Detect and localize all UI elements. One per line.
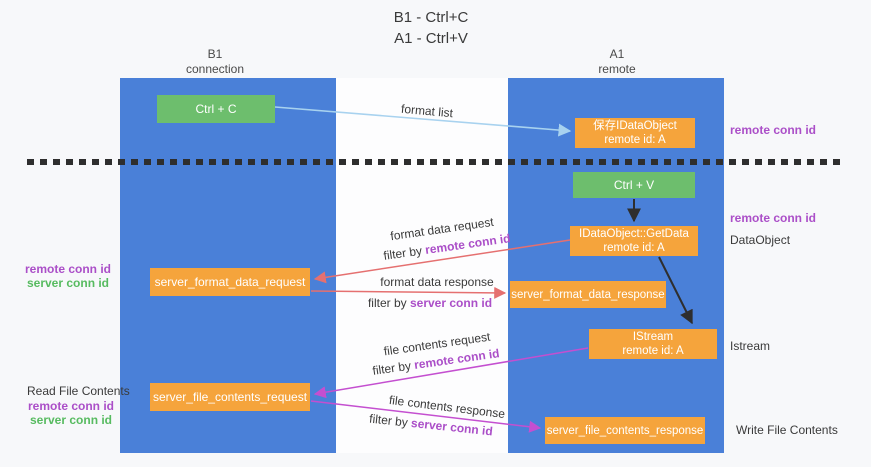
filter-by-text: filter by: [367, 296, 410, 310]
server-format-data-response-label: server_format_data_response: [511, 288, 665, 301]
istream-line1: IStream: [632, 331, 674, 343]
right-write-file-contents-label: Write File Contents: [736, 423, 838, 437]
lane-a1-name: A1: [609, 47, 625, 61]
getdata-box: IDataObject::GetData remote id: A: [570, 226, 698, 256]
save-dataobject-line2: remote id: A: [604, 134, 666, 146]
phase-separator-dashed-line: [27, 159, 845, 165]
left-server-conn-id-1: server conn id: [26, 276, 110, 290]
left-conn-id-stack-2: remote conn id server conn id: [16, 399, 126, 427]
lane-b1-name: B1: [207, 47, 223, 61]
ctrl-c-box: Ctrl + C: [157, 95, 275, 123]
title-line-2: A1 - Ctrl+V: [394, 30, 468, 47]
right-remote-conn-id-2: remote conn id: [730, 211, 817, 225]
ctrl-v-label: Ctrl + V: [613, 178, 655, 192]
save-dataobject-box: 保存IDataObject remote id: A: [575, 118, 695, 148]
diagram-title: B1 - Ctrl+C A1 - Ctrl+V: [331, 7, 531, 49]
server-file-contents-response-label: server_file_contents_response: [546, 424, 704, 437]
ctrl-v-box: Ctrl + V: [573, 172, 695, 198]
format-data-response-label: format data response: [380, 275, 493, 289]
save-dataobject-line1: 保存IDataObject: [593, 120, 677, 132]
server-format-data-response-box: server_format_data_response: [510, 281, 666, 308]
server-format-data-request-label: server_format_data_request: [154, 275, 306, 289]
format-data-response-text: format data response: [380, 275, 494, 289]
server-file-contents-request-label: server_file_contents_request: [152, 390, 308, 404]
getdata-line2: remote id: A: [603, 242, 665, 254]
left-remote-conn-id-1: remote conn id: [24, 262, 111, 276]
format-data-response-filter: filter by server conn id: [368, 296, 492, 310]
server-file-contents-request-box: server_file_contents_request: [150, 383, 310, 411]
istream-box: IStream remote id: A: [589, 329, 717, 359]
right-remote-conn-id-1: remote conn id: [730, 123, 817, 137]
right-istream-label: Istream: [730, 339, 771, 353]
right-dataobject-label: DataObject: [730, 233, 791, 247]
getdata-line1: IDataObject::GetData: [579, 228, 689, 240]
left-read-file-contents-label: Read File Contents: [27, 384, 130, 398]
server-conn-id-key: server conn id: [409, 296, 493, 310]
lane-header-b1: B1 connection: [155, 47, 275, 77]
left-conn-id-stack-1: remote conn id server conn id: [13, 262, 123, 290]
left-server-conn-id-2: server conn id: [29, 413, 113, 427]
lane-header-a1: A1 remote: [557, 47, 677, 77]
lane-a1-role: remote: [598, 62, 636, 76]
title-line-1: B1 - Ctrl+C: [393, 9, 469, 26]
lane-b1-role: connection: [185, 62, 245, 76]
ctrl-c-label: Ctrl + C: [195, 102, 237, 116]
istream-line2: remote id: A: [622, 345, 684, 357]
left-remote-conn-id-2: remote conn id: [27, 399, 114, 413]
server-format-data-request-box: server_format_data_request: [150, 268, 310, 296]
server-file-contents-response-box: server_file_contents_response: [545, 417, 705, 444]
